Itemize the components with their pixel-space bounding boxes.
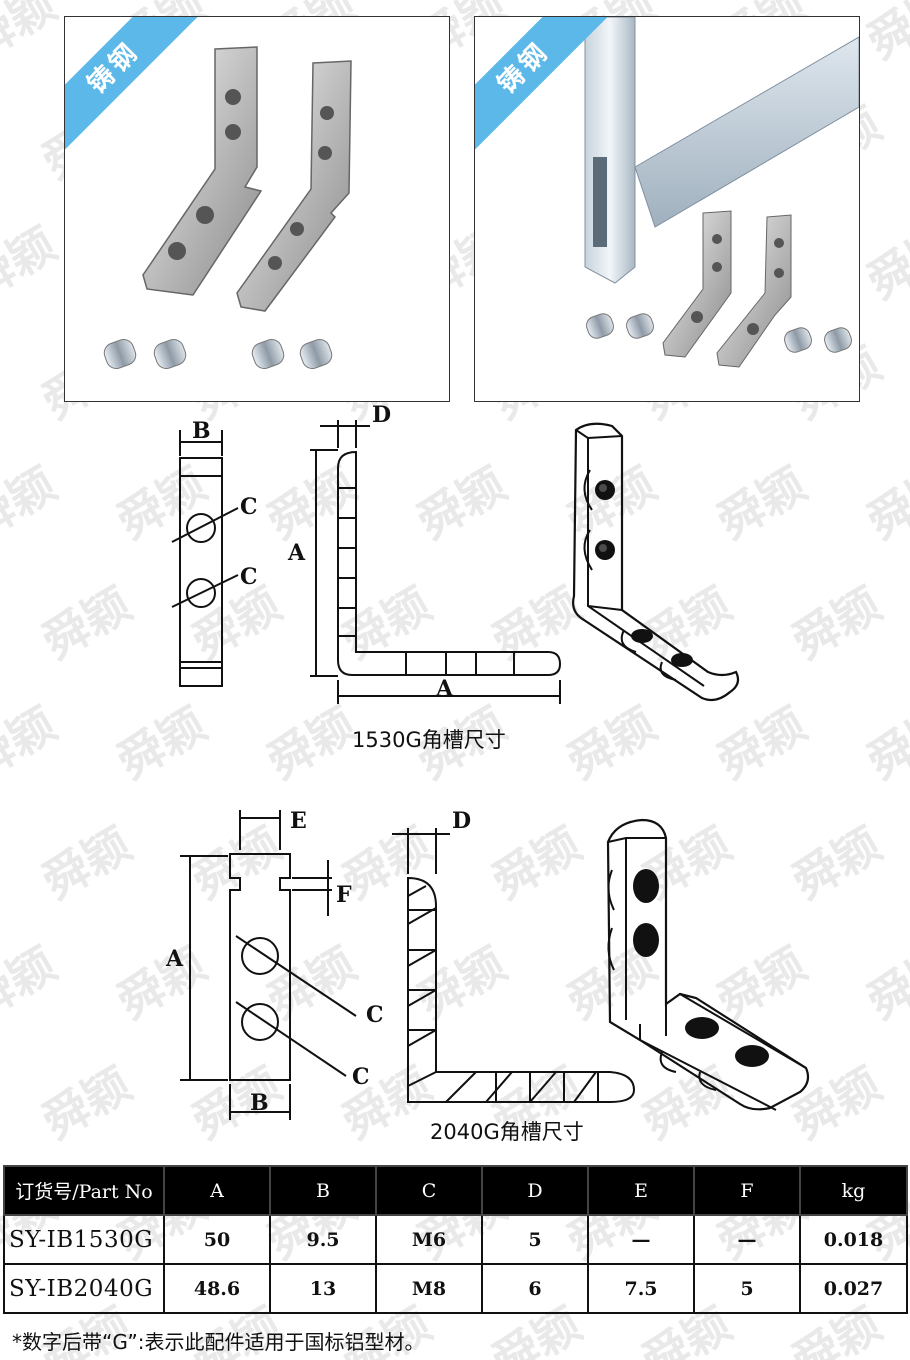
cell-e: —: [587, 1214, 695, 1265]
dim-label-c: C: [352, 1064, 370, 1090]
header-d: D: [481, 1165, 589, 1216]
cell-c: M8: [375, 1263, 483, 1314]
cell-part-no: SY-IB1530G: [3, 1214, 165, 1265]
dim-label-f: F: [336, 882, 352, 908]
table-row: SY-IB1530G 50 9.5 M6 5 — — 0.018: [3, 1214, 908, 1265]
header-kg: kg: [799, 1165, 908, 1216]
watermark-text: 舜颖: [859, 0, 910, 70]
set-screw-icons: [586, 313, 852, 353]
diagram-2040g-caption: 2040G角槽尺寸: [430, 1120, 584, 1144]
spec-table: 订货号/Part No A B C D E F kg SY-IB1530G 50…: [3, 1165, 908, 1314]
watermark-text: 舜颖: [0, 0, 65, 70]
product-photo-right: 铸钢: [474, 16, 860, 402]
header-f: F: [693, 1165, 801, 1216]
cell-b: 13: [269, 1263, 377, 1314]
cell-a: 50: [163, 1214, 271, 1265]
footnote: *数字后带“G”:表示此配件适用于国标铝型材。: [12, 1330, 425, 1354]
watermark-text: 舜颖: [859, 217, 910, 310]
header-part-no: 订货号/Part No: [3, 1165, 165, 1216]
table-row: SY-IB2040G 48.6 13 M8 6 7.5 5 0.027: [3, 1263, 908, 1314]
dim-label-a: A: [165, 946, 184, 972]
header-e: E: [587, 1165, 695, 1216]
table-header-row: 订货号/Part No A B C D E F kg: [3, 1165, 908, 1216]
dim-label-d: D: [372, 402, 391, 428]
diagram-1530g-caption: 1530G角槽尺寸: [352, 728, 506, 752]
watermark-text: 舜颖: [0, 217, 65, 310]
cell-a: 48.6: [163, 1263, 271, 1314]
diagram-2040g: E F A B C C D: [165, 808, 810, 1120]
profile-assembly-illustration: [584, 17, 859, 368]
header-c: C: [375, 1165, 483, 1216]
dim-label-c: C: [240, 494, 258, 520]
cell-part-no: SY-IB2040G: [3, 1263, 165, 1314]
cell-d: 5: [481, 1214, 589, 1265]
dim-label-b: B: [250, 1090, 269, 1116]
cell-kg: 0.018: [799, 1214, 908, 1265]
cell-kg: 0.027: [799, 1263, 908, 1314]
dim-label-a-horizontal: A: [435, 676, 454, 702]
header-b: B: [269, 1165, 377, 1216]
dim-label-c: C: [366, 1002, 384, 1028]
product-photo-left: 铸钢: [64, 16, 450, 402]
cell-b: 9.5: [269, 1214, 377, 1265]
dim-label-d: D: [452, 808, 471, 834]
cell-c: M6: [375, 1214, 483, 1265]
bracket-pair-illustration: [103, 46, 352, 370]
dim-label-a-vertical: A: [287, 540, 306, 566]
header-a: A: [163, 1165, 271, 1216]
dim-label-b: B: [192, 418, 211, 444]
cell-d: 6: [481, 1263, 589, 1314]
diagram-1530g: B C C D A A: [171, 402, 740, 704]
cell-f: 5: [693, 1263, 801, 1314]
dim-label-e: E: [290, 808, 307, 834]
set-screw-icons: [103, 338, 333, 370]
cell-e: 7.5: [587, 1263, 695, 1314]
cell-f: —: [693, 1214, 801, 1265]
dim-label-c: C: [240, 564, 258, 590]
